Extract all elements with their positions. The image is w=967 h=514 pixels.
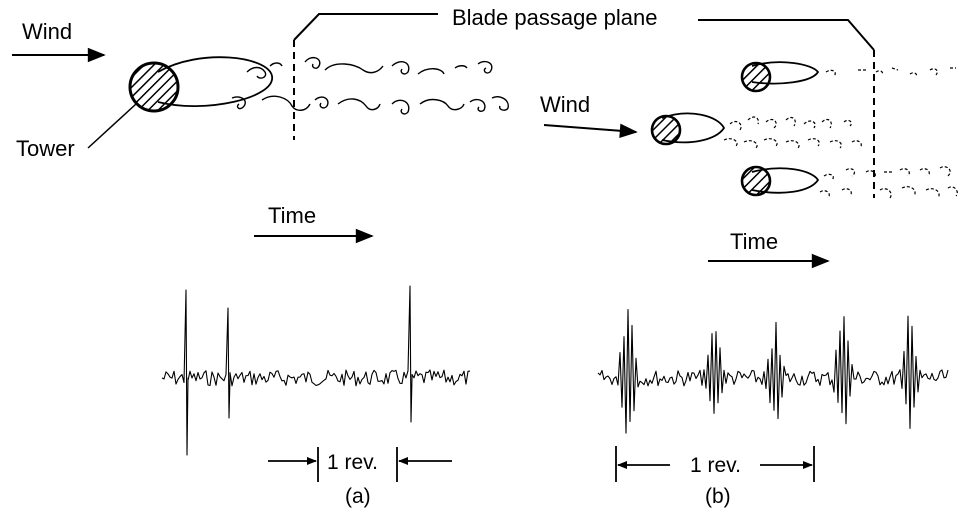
- signal-trace-a: [161, 285, 471, 456]
- wind-label-a: Wind: [22, 19, 73, 44]
- wind-label-b: Wind: [540, 92, 591, 117]
- revolution-marker-b: [615, 446, 815, 482]
- time-label-a: Time: [268, 203, 317, 228]
- revolution-marker-a: [268, 447, 452, 482]
- tower-b-bottom: [740, 165, 820, 197]
- tower-b-middle: [650, 112, 726, 146]
- panel-a-label: (a): [345, 485, 371, 508]
- tower-leader-line: [87, 103, 137, 149]
- blade-passage-plane-label: Blade passage plane: [452, 5, 658, 30]
- wake-vortices-b: [723, 67, 958, 199]
- revolution-label-b: 1 rev.: [690, 454, 741, 477]
- time-label-b: Time: [730, 229, 779, 254]
- tower-b-top: [740, 61, 820, 93]
- blade-plane-bracket: [293, 13, 875, 51]
- wind-arrow-b: [543, 123, 638, 138]
- tower-label: Tower: [16, 136, 75, 161]
- signal-trace-b: [597, 309, 949, 434]
- wake-vortices-a: [231, 56, 509, 115]
- revolution-label-a: 1 rev.: [327, 451, 378, 474]
- tower-a: [128, 56, 273, 113]
- panel-b-label: (b): [705, 485, 731, 508]
